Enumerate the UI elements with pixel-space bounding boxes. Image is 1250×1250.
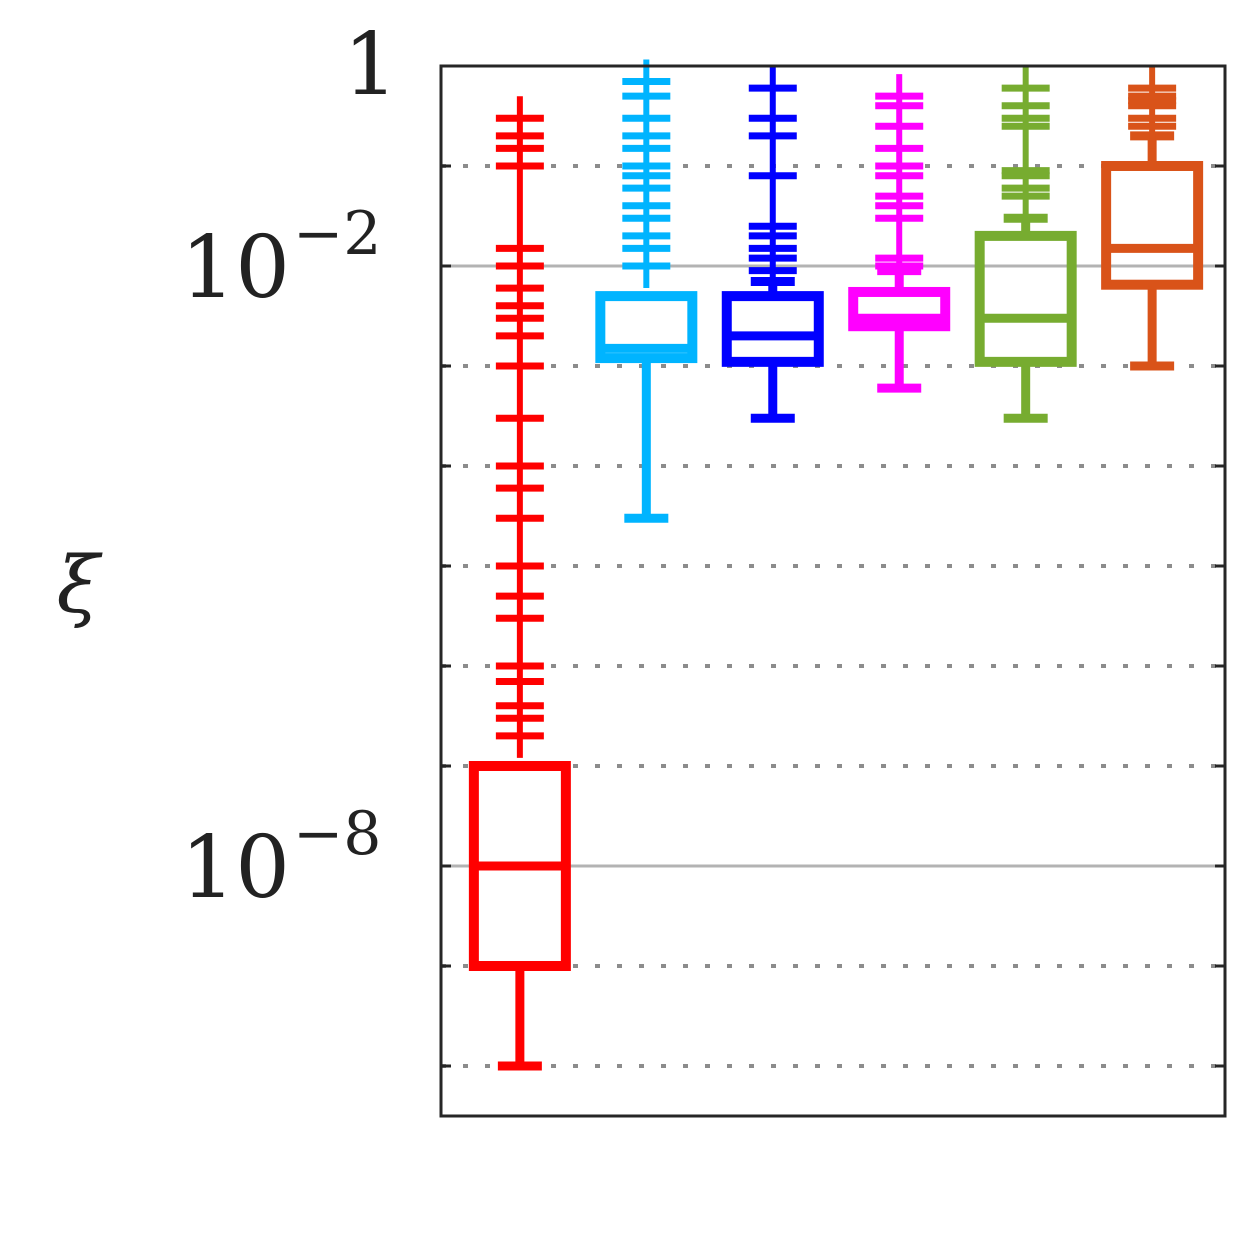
box-series-3 xyxy=(721,66,824,423)
box-series-2 xyxy=(595,59,698,523)
y-tick-label: 1 xyxy=(343,15,398,115)
box xyxy=(848,286,951,332)
y-axis-label: ξ xyxy=(57,541,104,631)
data-layer xyxy=(468,59,1204,1071)
y-tick-label-base: 10 xyxy=(181,218,290,318)
grid-layer xyxy=(441,164,1225,1068)
axis-layer: 110−210−8 xyxy=(181,15,1225,1068)
box xyxy=(1101,161,1204,290)
y-tick-label-base: 10 xyxy=(181,818,290,918)
y-tick-label-exponent: −2 xyxy=(293,199,381,269)
box-series-5 xyxy=(974,66,1077,423)
box xyxy=(974,230,1077,367)
box xyxy=(721,291,824,367)
plot-frame xyxy=(439,64,1227,1118)
box-series-6 xyxy=(1101,66,1204,371)
box-series-1 xyxy=(468,96,571,1071)
box-series-4 xyxy=(848,74,951,393)
box xyxy=(595,291,698,364)
y-tick-label-exponent: −8 xyxy=(293,799,381,869)
